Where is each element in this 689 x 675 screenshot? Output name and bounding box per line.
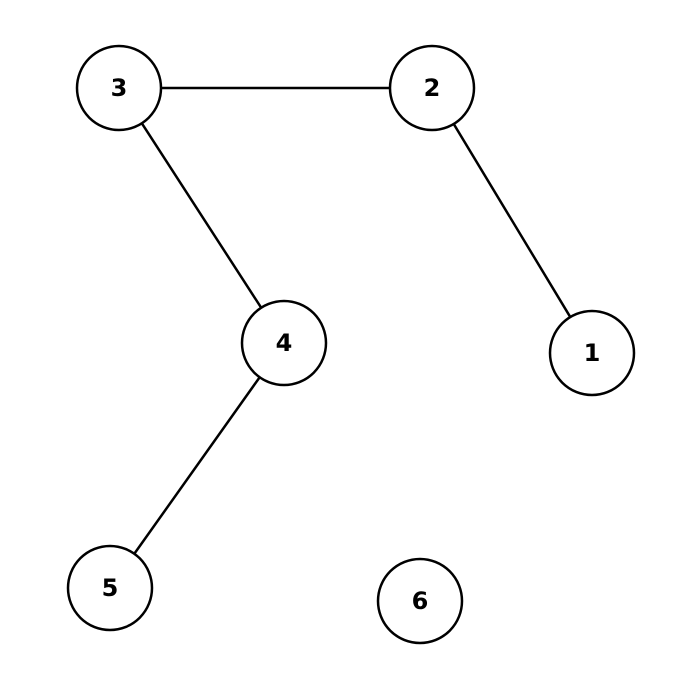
edge-2-1	[452, 122, 572, 319]
edges-layer	[133, 86, 572, 556]
node-label-6: 6	[412, 587, 429, 615]
node-5: 5	[66, 544, 154, 632]
node-6: 6	[376, 557, 464, 645]
node-label-3: 3	[111, 74, 128, 102]
node-circle-2	[388, 44, 476, 132]
node-2: 2	[388, 44, 476, 132]
nodes-layer: 3 2 4 1 5 6	[66, 44, 636, 645]
node-label-5: 5	[102, 574, 119, 602]
node-label-4: 4	[276, 329, 293, 357]
node-circle-5	[66, 544, 154, 632]
node-circle-6	[376, 557, 464, 645]
node-circle-1	[548, 309, 636, 397]
node-circle-3	[75, 44, 163, 132]
edge-3-4	[140, 122, 263, 309]
node-3: 3	[75, 44, 163, 132]
node-4: 4	[240, 299, 328, 387]
edge-4-5	[133, 375, 261, 556]
node-label-1: 1	[584, 339, 601, 367]
node-label-2: 2	[424, 74, 441, 102]
node-1: 1	[548, 309, 636, 397]
node-circle-4	[240, 299, 328, 387]
